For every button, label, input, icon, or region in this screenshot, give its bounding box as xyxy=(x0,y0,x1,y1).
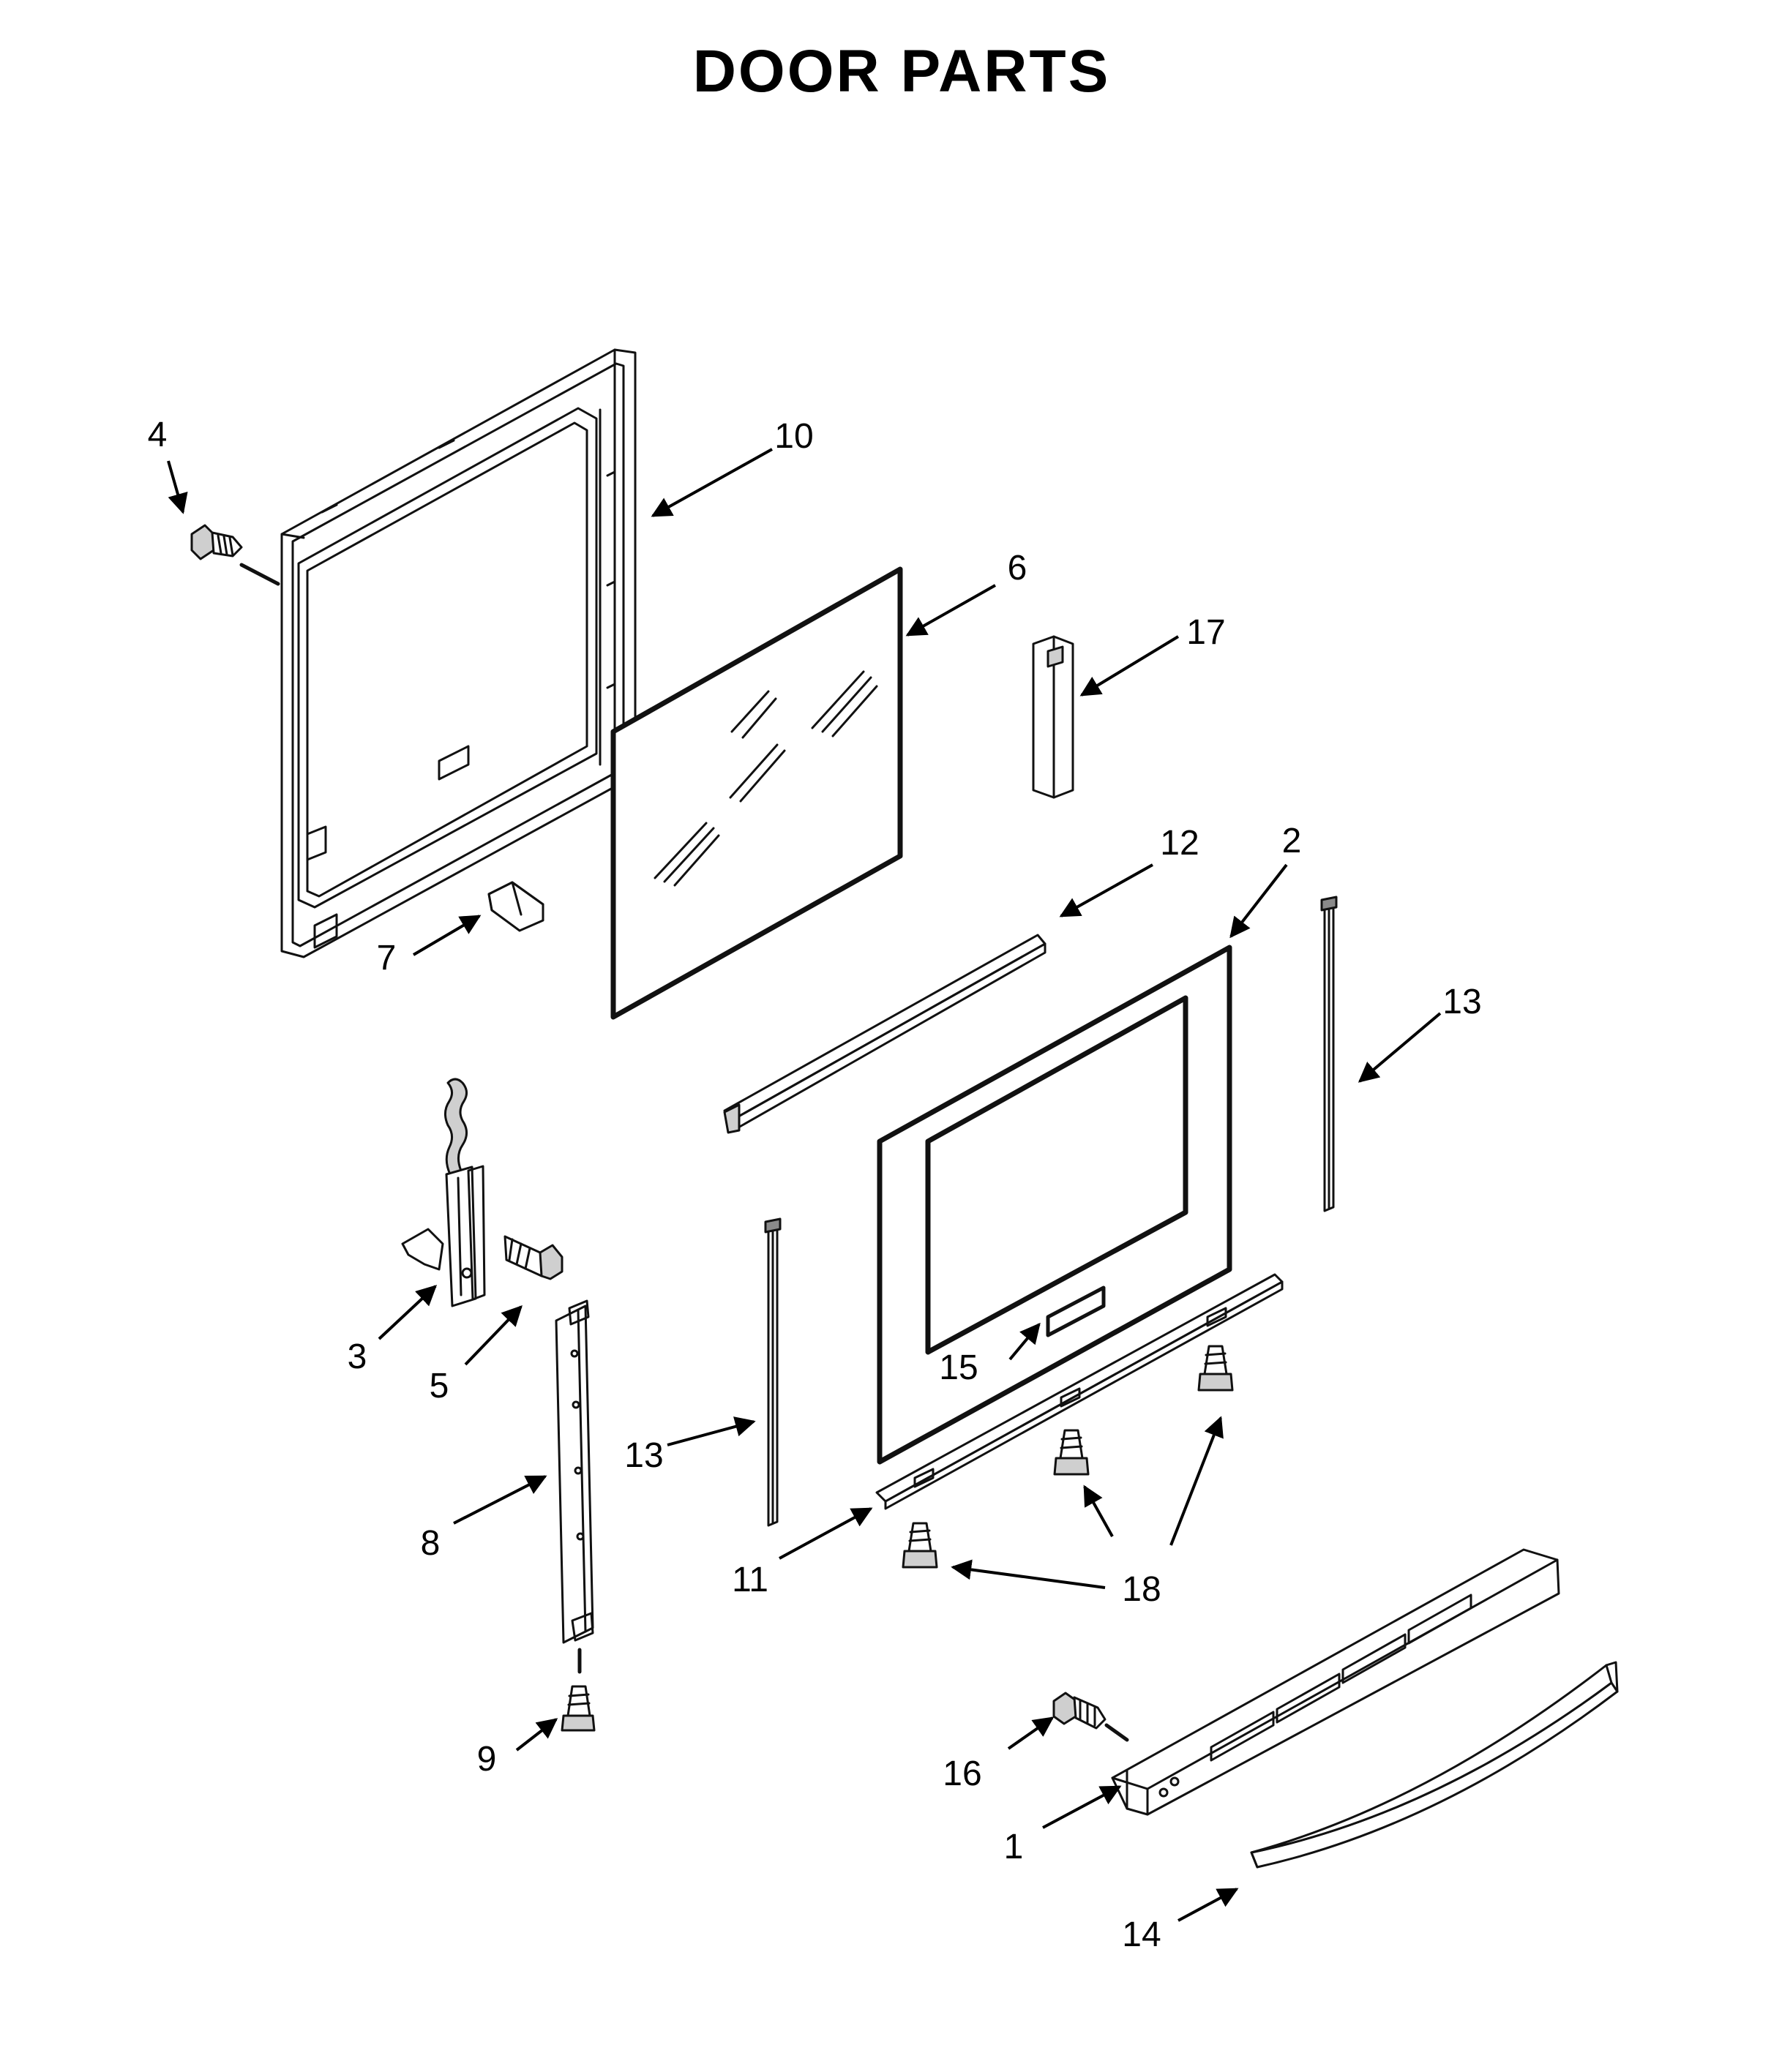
callout-4: 4 xyxy=(148,416,168,454)
callout-2: 2 xyxy=(1282,822,1302,860)
part-3-hinge[interactable] xyxy=(401,1078,486,1307)
callout-5: 5 xyxy=(430,1367,449,1405)
callout-18: 18 xyxy=(1122,1570,1161,1609)
part-7-clip[interactable] xyxy=(487,881,544,932)
callout-9: 9 xyxy=(477,1740,497,1779)
part-4-screw[interactable] xyxy=(190,524,280,586)
callout-7: 7 xyxy=(377,939,397,977)
callout-13-left: 13 xyxy=(624,1436,663,1475)
part-13-left-trim[interactable] xyxy=(764,1217,782,1527)
callout-3: 3 xyxy=(348,1337,367,1376)
callout-14: 14 xyxy=(1122,1915,1161,1954)
callout-1: 1 xyxy=(1004,1828,1024,1866)
part-10-inner-door[interactable] xyxy=(280,348,637,958)
callout-13-right: 13 xyxy=(1442,983,1481,1021)
part-9-screw[interactable] xyxy=(561,1685,596,1732)
callout-10: 10 xyxy=(774,417,813,456)
part-14-handle[interactable] xyxy=(1250,1661,1619,1869)
callout-11: 11 xyxy=(732,1561,768,1599)
callout-8: 8 xyxy=(421,1524,441,1563)
part-6-glass[interactable] xyxy=(610,566,903,1020)
callout-12: 12 xyxy=(1160,824,1199,863)
callout-16: 16 xyxy=(943,1754,981,1793)
page-title: DOOR PARTS xyxy=(693,38,1111,105)
part-16-screw[interactable] xyxy=(1052,1692,1129,1742)
callout-6: 6 xyxy=(1008,549,1027,588)
part-5-screw[interactable] xyxy=(503,1235,564,1280)
callout-labels: 4 10 6 17 7 12 2 13 3 5 15 13 8 11 18 9 … xyxy=(148,416,1482,1954)
part-2-outer-panel[interactable] xyxy=(877,945,1232,1465)
part-1-vent-trim[interactable] xyxy=(1111,1548,1560,1816)
part-12-strip[interactable] xyxy=(723,934,1046,1134)
leader-lines xyxy=(167,448,1442,1922)
callout-15: 15 xyxy=(939,1348,978,1387)
part-13-right-trim[interactable] xyxy=(1320,896,1338,1212)
part-17-spacer[interactable] xyxy=(1032,635,1074,799)
part-18-screws[interactable] xyxy=(902,1345,1234,1569)
callout-17: 17 xyxy=(1186,613,1225,652)
part-11-channel[interactable] xyxy=(875,1273,1284,1510)
part-8-bracket[interactable] xyxy=(555,1299,594,1674)
